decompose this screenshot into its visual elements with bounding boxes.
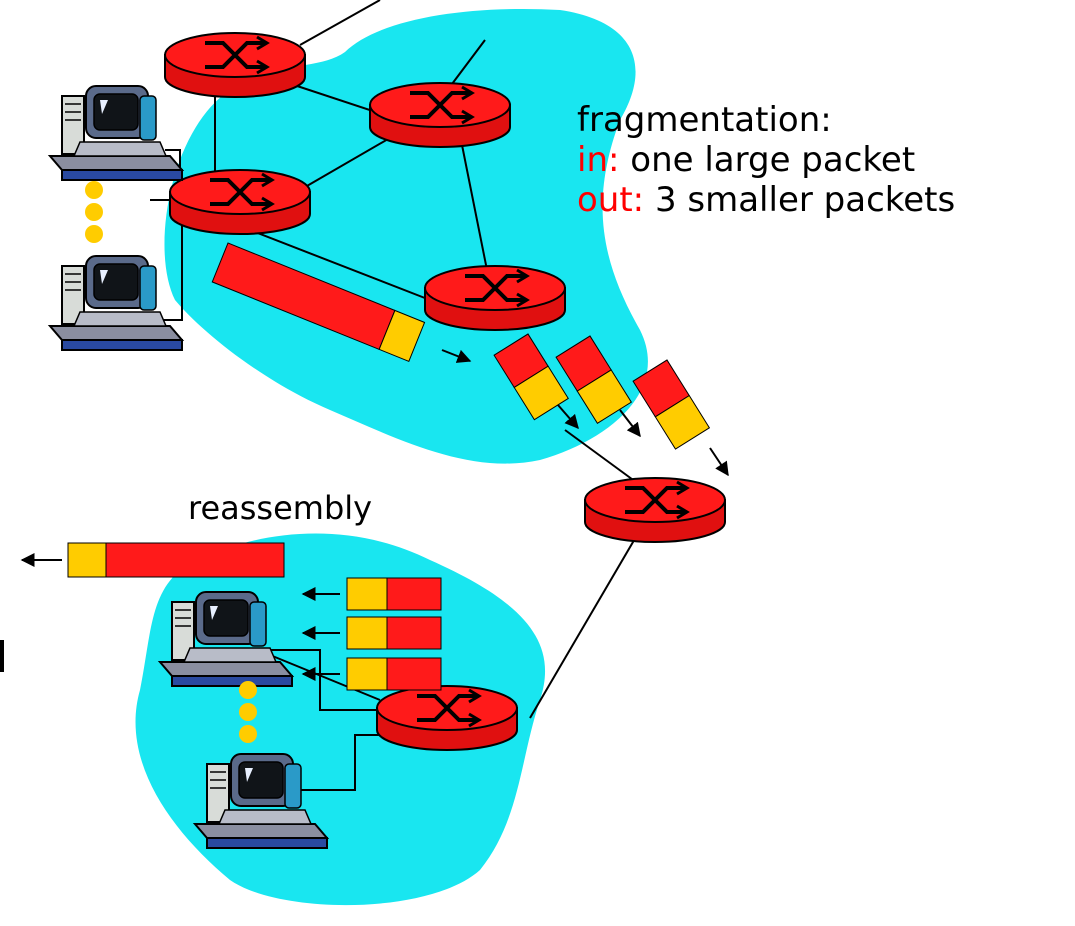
edge-mark — [0, 640, 4, 672]
reassembled-packet — [67, 542, 285, 578]
fragment-packet — [493, 333, 569, 421]
router-icon — [375, 684, 519, 752]
arriving-fragment — [346, 577, 442, 611]
arriving-arrows — [301, 587, 340, 681]
network-links — [150, 0, 641, 791]
arriving-fragment — [346, 657, 442, 691]
info-title: fragmentation: — [577, 100, 832, 140]
reassembly-label: reassembly — [188, 489, 373, 527]
info-out-line: out: 3 smaller packets — [577, 180, 955, 220]
in-label: in: — [577, 140, 620, 180]
fragment-arrows — [557, 404, 729, 477]
desktop-computer-icon — [49, 255, 183, 351]
in-text: one large packet — [619, 140, 916, 180]
arriving-fragment — [346, 616, 442, 650]
out-text: 3 smaller packets — [644, 180, 956, 220]
fragmentation-info: fragmentation: in: one large packet out:… — [577, 100, 955, 220]
fragment-packet — [632, 359, 711, 450]
router-icon — [163, 31, 307, 99]
large-packet — [211, 242, 426, 363]
out-label: out: — [577, 180, 645, 220]
desktop-computer-icon — [49, 85, 183, 181]
vertical-ellipsis-icon — [85, 181, 257, 743]
router-icon — [583, 476, 727, 544]
info-in-line: in: one large packet — [577, 140, 955, 180]
router-icon — [423, 264, 567, 332]
router-icon — [368, 81, 512, 149]
router-icon — [168, 168, 312, 236]
arrow-icon — [441, 349, 472, 363]
fragment-packet — [555, 335, 633, 425]
